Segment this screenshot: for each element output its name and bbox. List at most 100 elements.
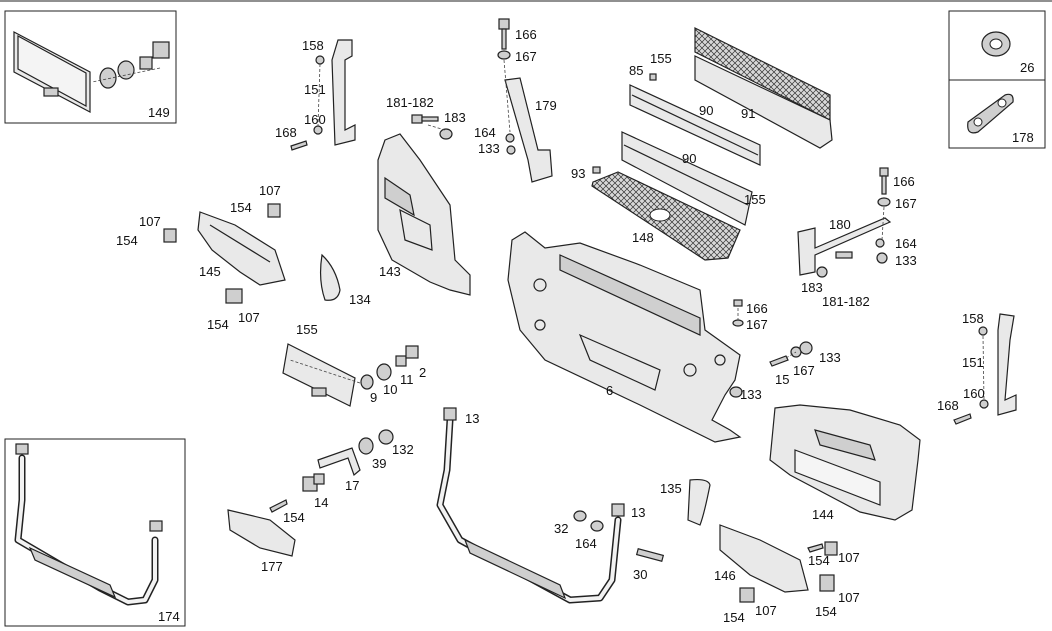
callout-11: 11: [400, 372, 414, 387]
part-151-bracket-right: [953, 313, 1017, 425]
part-179-stay: [497, 18, 553, 183]
callout-167d: 167: [793, 363, 815, 378]
callout-183b: 183: [801, 280, 823, 295]
callout-158: 158: [302, 38, 324, 53]
callout-155b: 155: [744, 192, 766, 207]
callout-107e: 107: [838, 590, 860, 605]
callout-167c: 167: [746, 317, 768, 332]
callout-15: 15: [775, 372, 790, 387]
callout-164b: 164: [895, 236, 917, 251]
callout-133: 133: [478, 141, 500, 156]
part-134-cover: [319, 253, 341, 301]
part-174-support-rod: [14, 443, 163, 606]
callout-6: 6: [606, 383, 614, 398]
callout-13b: 13: [631, 505, 646, 520]
callout-85: 85: [629, 63, 644, 78]
callout-149: 149: [148, 105, 170, 120]
callout-154b: 154: [116, 233, 138, 248]
callout-154c: 154: [207, 317, 229, 332]
callout-158b: 158: [962, 311, 984, 326]
callout-160b: 160: [963, 386, 985, 401]
callout-9: 9: [370, 390, 378, 405]
part-148-grille-mesh: [591, 171, 741, 261]
callout-135: 135: [660, 481, 682, 496]
callout-39: 39: [372, 456, 387, 471]
callout-148: 148: [632, 230, 654, 245]
callout-132: 132: [392, 442, 414, 457]
inset-frame-174: [4, 438, 186, 627]
callout-143: 143: [379, 264, 401, 279]
part-180-bracket: [797, 167, 892, 278]
part-135-cover: [687, 478, 711, 526]
part-143-bumper-end-left: [377, 133, 471, 296]
callout-168: 168: [275, 125, 297, 140]
callout-17: 17: [345, 478, 360, 493]
callout-151: 151: [304, 82, 326, 97]
callout-146: 146: [714, 568, 736, 583]
callout-164: 164: [474, 125, 496, 140]
callout-167: 167: [515, 49, 537, 64]
part-26-washer: [981, 31, 1011, 57]
part-90-strip-upper: [629, 84, 761, 166]
callout-32: 32: [554, 521, 569, 536]
callout-154a: 154: [230, 200, 252, 215]
callout-144: 144: [812, 507, 834, 522]
part-90-strip-lower: [621, 131, 753, 226]
leader-lines: [91, 59, 985, 401]
fasteners-right-center: [729, 299, 813, 398]
part-181-182-bolt-top: [411, 114, 453, 140]
part-center-rod: [436, 407, 665, 604]
callout-107d: 107: [838, 550, 860, 565]
part-93-clip: [592, 166, 601, 174]
callout-155: 155: [650, 51, 672, 66]
callout-179: 179: [535, 98, 557, 113]
callout-181-182: 181-182: [386, 95, 434, 110]
callout-181-182b: 181-182: [822, 294, 870, 309]
callout-26: 26: [1020, 60, 1035, 75]
part-151-bracket-left: [290, 39, 356, 151]
callout-154d: 154: [283, 510, 305, 525]
callout-166c: 166: [746, 301, 768, 316]
callout-10: 10: [383, 382, 398, 397]
callout-166: 166: [515, 27, 537, 42]
callout-183: 183: [444, 110, 466, 125]
callout-90-upper: 90: [699, 103, 714, 118]
callout-178: 178: [1012, 130, 1034, 145]
part-85-clip: [649, 73, 657, 81]
callout-151b: 151: [962, 355, 984, 370]
callout-2: 2: [419, 365, 427, 380]
callout-30: 30: [633, 567, 648, 582]
callout-174: 174: [158, 609, 180, 624]
part-145-bracket: [163, 203, 286, 304]
callout-167b: 167: [895, 196, 917, 211]
part-149-mirror: [13, 31, 170, 113]
callout-168b: 168: [937, 398, 959, 413]
callout-133d: 133: [740, 387, 762, 402]
callout-107a: 107: [259, 183, 281, 198]
part-177-bracket: [227, 509, 296, 557]
callout-93: 93: [571, 166, 586, 181]
callout-107f: 107: [755, 603, 777, 618]
callout-91: 91: [741, 106, 756, 121]
part-17-bracket-small: [269, 429, 394, 513]
part-license-plate-center: [282, 343, 419, 407]
callout-154e: 154: [808, 553, 830, 568]
part-144-bumper-end-right: [769, 404, 921, 521]
callout-107b: 107: [139, 214, 161, 229]
callout-160: 160: [304, 112, 326, 127]
callout-166b: 166: [893, 174, 915, 189]
callout-180: 180: [829, 217, 851, 232]
callout-90-lower: 90: [682, 151, 697, 166]
callout-133b: 133: [895, 253, 917, 268]
part-146-bracket: [719, 524, 838, 603]
callout-133c: 133: [819, 350, 841, 365]
part-91-grille-top: [694, 27, 833, 149]
part-6-bumper-main: [507, 231, 742, 443]
callout-164c: 164: [575, 536, 597, 551]
callout-154f: 154: [815, 604, 837, 619]
callout-154g: 154: [723, 610, 745, 625]
part-178-plate: [967, 93, 1014, 134]
callout-134: 134: [349, 292, 371, 307]
